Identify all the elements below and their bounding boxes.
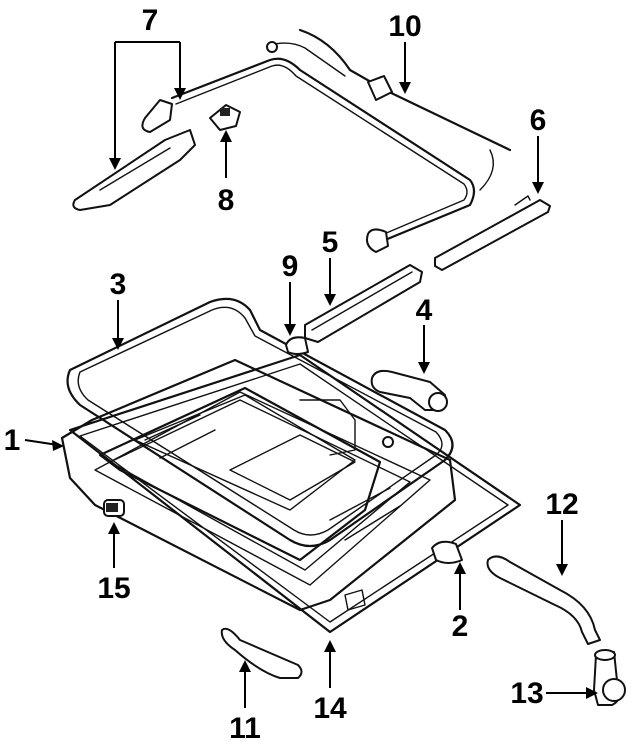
- part-14-base-tray: [68, 353, 522, 634]
- callout-8: 8: [218, 184, 235, 217]
- leader-lines: [24, 41, 598, 708]
- part-10-cable: [266, 28, 512, 191]
- callout-2: 2: [452, 610, 469, 643]
- callout-10: 10: [388, 10, 421, 43]
- callout-9: 9: [282, 250, 299, 283]
- part-1-frame-housing: [60, 358, 457, 612]
- part-2-clip: [431, 540, 463, 564]
- part-7-bracket-lower: [72, 129, 196, 211]
- part-8-clip: [209, 104, 241, 131]
- part-13-drain-valve: [593, 649, 626, 706]
- callout-4: 4: [416, 294, 433, 327]
- callout-12: 12: [545, 488, 578, 521]
- callout-3: 3: [110, 268, 127, 301]
- part-12-drain-hose: [486, 555, 601, 645]
- glass-panel: [98, 386, 382, 562]
- part-5-rail: [304, 264, 423, 343]
- callout-14: 14: [313, 692, 347, 725]
- callout-15: 15: [97, 572, 130, 605]
- part-15-clip: [103, 499, 125, 517]
- part-3-weatherstrip: [66, 297, 454, 548]
- callout-labels: 1 2 3 4 5 6 7 8 9 10 11 12 13 14 15: [4, 4, 579, 745]
- callout-6: 6: [530, 104, 547, 137]
- callout-1: 1: [4, 424, 21, 457]
- part-11-guide: [220, 627, 303, 679]
- callout-5: 5: [322, 226, 339, 259]
- part-7-bracket-upper: [141, 99, 173, 133]
- part-4-motor: [370, 369, 448, 448]
- part-9-clip: [285, 336, 309, 355]
- drive-cable: [170, 57, 476, 253]
- part-6-rail: [434, 195, 551, 271]
- callout-11: 11: [229, 712, 261, 745]
- callout-13: 13: [510, 677, 543, 710]
- callout-7: 7: [142, 4, 159, 37]
